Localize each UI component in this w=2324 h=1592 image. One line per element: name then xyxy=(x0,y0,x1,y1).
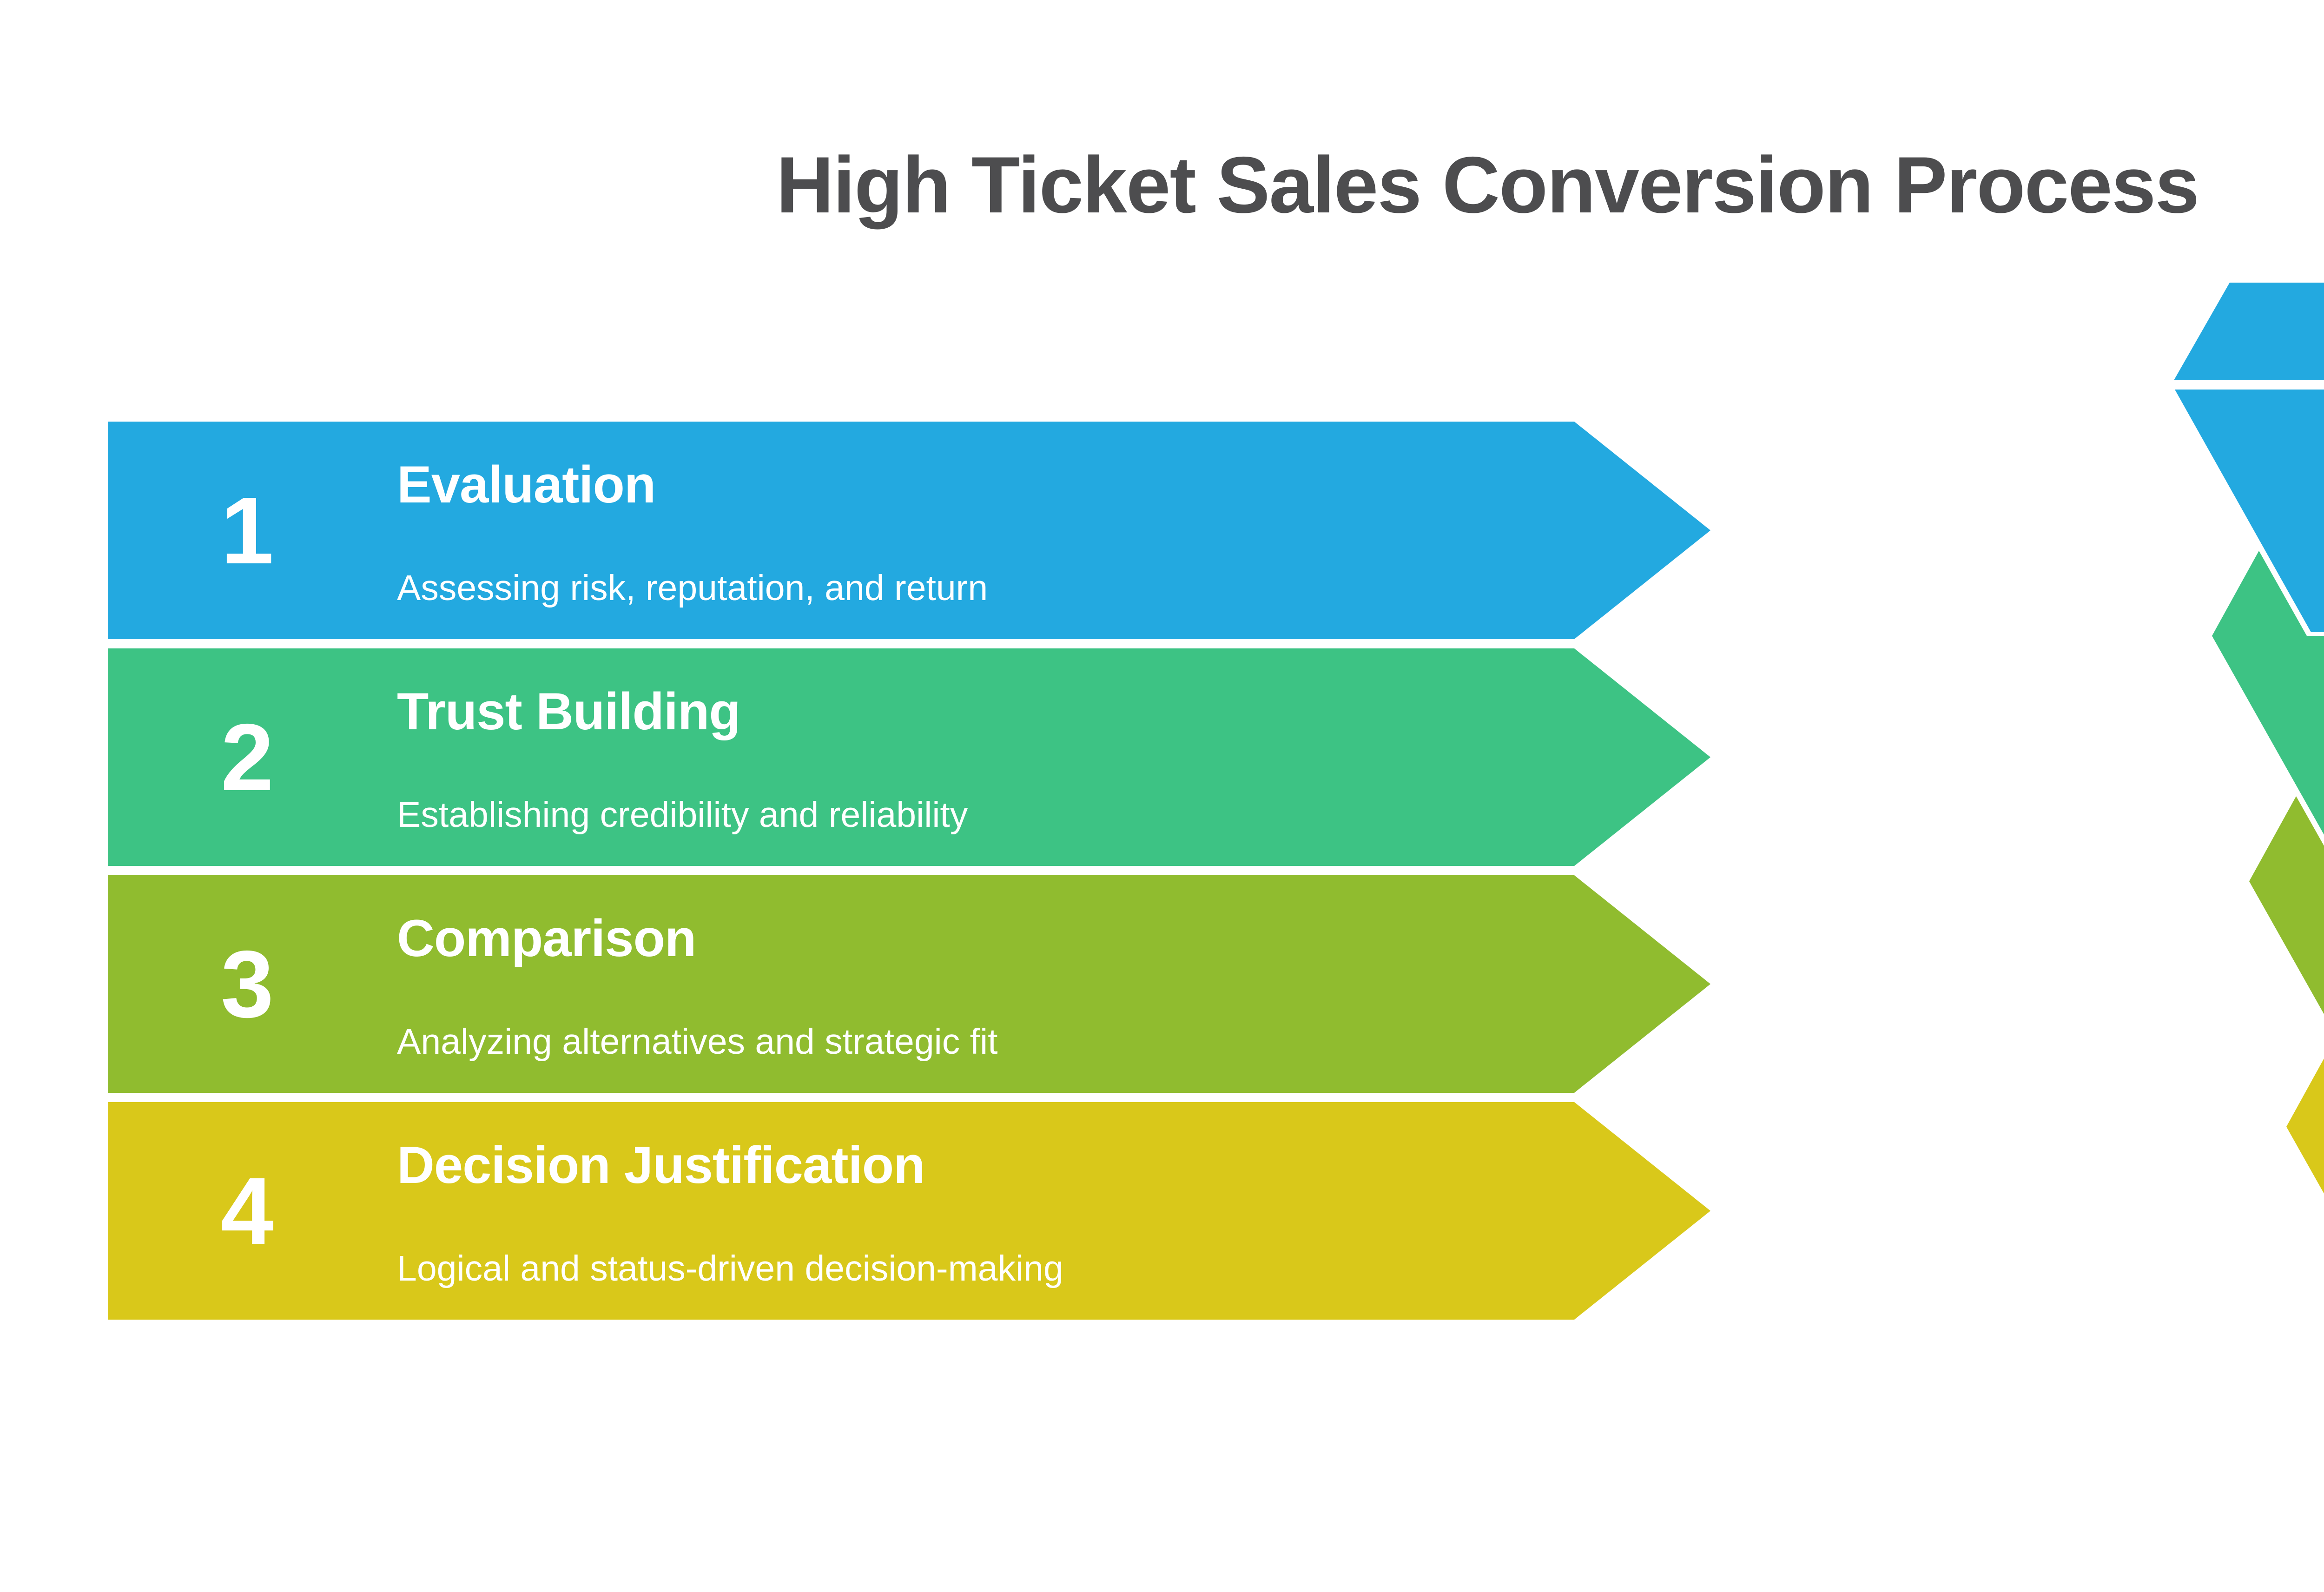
step-bar-decision-justification: 4 Decision Justification Logical and sta… xyxy=(108,1102,1710,1320)
step-number: 1 xyxy=(220,477,274,584)
conversion-funnel xyxy=(2174,283,2324,1194)
step-title: Comparison xyxy=(397,909,696,967)
step-title: Decision Justification xyxy=(397,1136,925,1194)
funnel-segment-comparison xyxy=(2249,796,2324,1014)
step-number: 4 xyxy=(220,1157,274,1264)
step-bar-trust-building: 2 Trust Building Establishing credibilit… xyxy=(108,648,1710,866)
funnel-segment-trust-building xyxy=(2212,551,2324,835)
step-subtitle: Assessing risk, reputation, and return xyxy=(397,568,988,608)
funnel-segment-evaluation xyxy=(2175,390,2324,632)
step-title: Trust Building xyxy=(397,682,741,740)
funnel-segment-decision-justification xyxy=(2286,1058,2324,1194)
step-bar-evaluation: 1 Evaluation Assessing risk, reputation,… xyxy=(108,422,1710,639)
step-subtitle: Establishing credibility and reliability xyxy=(397,795,968,835)
step-number: 2 xyxy=(220,704,274,811)
step-bar-comparison: 3 Comparison Analyzing alternatives and … xyxy=(108,875,1710,1093)
step-subtitle: Logical and status-driven decision-makin… xyxy=(397,1248,1063,1288)
step-number: 3 xyxy=(220,931,274,1037)
step-subtitle: Analyzing alternatives and strategic fit xyxy=(397,1022,998,1062)
step-title: Evaluation xyxy=(397,456,656,514)
page-title: High Ticket Sales Conversion Process xyxy=(776,140,2199,230)
funnel-rim xyxy=(2174,283,2324,380)
